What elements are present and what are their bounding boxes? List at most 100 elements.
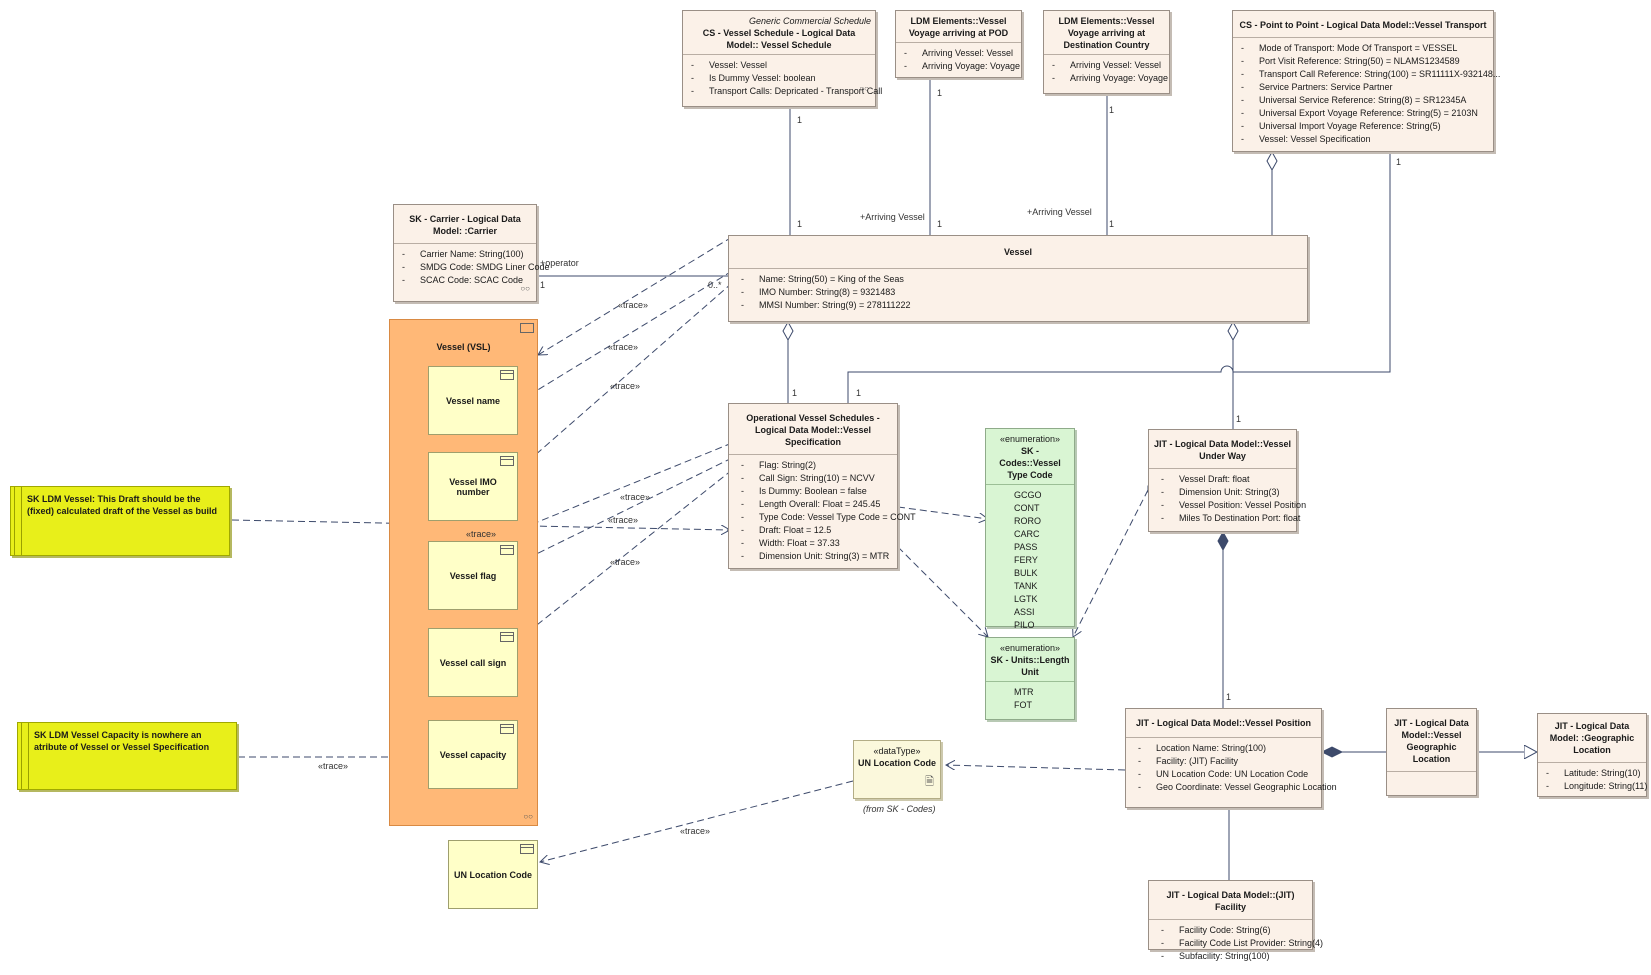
attribute-list: Name: String(50) = King of the Seas IMO … xyxy=(729,269,1307,316)
ldm-destination-class[interactable]: LDM Elements::Vessel Voyage arriving at … xyxy=(1043,10,1170,94)
attribute: Facility Code List Provider: String(4) xyxy=(1161,937,1323,950)
component-un-location-code[interactable]: UN Location Code xyxy=(448,840,538,909)
class-header: Generic Commercial Schedule CS - Vessel … xyxy=(683,11,875,55)
class-title: CS - Vessel Schedule - Logical Data Mode… xyxy=(702,28,856,50)
multiplicity: 1 xyxy=(937,88,943,98)
trace-typecode xyxy=(897,506,988,519)
attribute: Carrier Name: String(100) xyxy=(402,248,530,261)
geographic-location-class[interactable]: JIT - Logical Data Model: :Geographic Lo… xyxy=(1537,713,1647,797)
attribute-list: Mode of Transport: Mode Of Transport = V… xyxy=(1233,38,1500,150)
multiplicity: 1 xyxy=(792,388,798,398)
package-icon xyxy=(520,323,534,333)
attribute: Call Sign: String(10) = NCVV xyxy=(741,472,891,485)
attribute: Length Overall: Float = 245.45 xyxy=(741,498,891,511)
class-header: JIT - Logical Data Model::Vessel Under W… xyxy=(1149,430,1296,469)
enum-header: «enumeration» SK - Codes::Vessel Type Co… xyxy=(986,429,1074,485)
class-title: Vessel xyxy=(1003,247,1033,257)
vessel-type-code-enum[interactable]: «enumeration» SK - Codes::Vessel Type Co… xyxy=(985,428,1075,630)
length-unit-enum[interactable]: «enumeration» SK - Units::Length Unit MT… xyxy=(985,637,1075,720)
un-location-code-datatype[interactable]: «dataType» UN Location Code 🗎 xyxy=(853,740,941,799)
component-icon xyxy=(500,632,514,642)
class-title: CS - Point to Point - Logical Data Model… xyxy=(1239,20,1487,30)
trace-callsign xyxy=(518,469,733,640)
enum-value: FERY xyxy=(1014,555,1038,565)
jit-facility-class[interactable]: JIT - Logical Data Model::(JIT) Facility… xyxy=(1148,880,1323,961)
enum-value: ASSI xyxy=(1014,607,1035,617)
component-vessel-call-sign[interactable]: Vessel call sign xyxy=(428,628,518,697)
note-bars xyxy=(21,723,29,789)
attribute-list: Vessel: Vessel Is Dummy Vessel: boolean … xyxy=(683,55,882,102)
vessel-under-way-class[interactable]: JIT - Logical Data Model::Vessel Under W… xyxy=(1148,429,1306,532)
vessel-geographic-location-class[interactable]: JIT - Logical Data Model::Vessel Geograp… xyxy=(1386,708,1477,796)
vessel-position-class[interactable]: JIT - Logical Data Model::Vessel Positio… xyxy=(1125,708,1337,808)
attribute: Arriving Voyage: Voyage xyxy=(904,60,1020,73)
multiplicity: 1 xyxy=(540,280,546,290)
link-icon: ○○ xyxy=(859,84,869,93)
class-header: JIT - Logical Data Model::Vessel Geograp… xyxy=(1387,709,1476,772)
role-label: +Arriving Vessel xyxy=(1027,207,1092,217)
attribute: Service Partners: Service Partner xyxy=(1241,81,1487,94)
attribute-list: Latitude: String(10) Longitude: String(1… xyxy=(1538,763,1647,797)
trace-dimunit xyxy=(897,546,988,637)
component-label: Vessel IMO number xyxy=(449,476,497,497)
enum-stereotype: «enumeration» xyxy=(999,643,1061,653)
class-header: CS - Point to Point - Logical Data Model… xyxy=(1233,11,1493,38)
trace-label: «trace» xyxy=(620,492,651,502)
ldm-pod-class[interactable]: LDM Elements::Vessel Voyage arriving at … xyxy=(895,10,1022,78)
attribute: Latitude: String(10) xyxy=(1546,767,1641,780)
datatype-stereotype: «dataType» xyxy=(873,746,921,756)
attribute: Mode of Transport: Mode Of Transport = V… xyxy=(1241,42,1487,55)
enum-values: MTR FOT xyxy=(986,682,1074,716)
note-text: SK LDM Vessel: This Draft should be the … xyxy=(27,494,218,516)
class-header: LDM Elements::Vessel Voyage arriving at … xyxy=(896,11,1021,43)
note-bars xyxy=(14,487,22,555)
attribute-list: Location Name: String(100) Facility: (JI… xyxy=(1126,738,1337,798)
datatype-origin: (from SK - Codes) xyxy=(863,804,936,814)
component-icon xyxy=(520,844,534,854)
attribute: Universal Import Voyage Reference: Strin… xyxy=(1241,120,1487,133)
trace-imo xyxy=(518,282,733,470)
composition-position xyxy=(1320,746,1344,758)
attribute: Arriving Vessel: Vessel xyxy=(1052,59,1163,72)
aggregation-vessel-spec xyxy=(782,320,794,342)
attribute: Subfacility: String(100) xyxy=(1161,950,1306,963)
enum-header: «enumeration» SK - Units::Length Unit xyxy=(986,638,1074,682)
enum-value: GCGO xyxy=(1014,490,1042,500)
attribute: Vessel Draft: float xyxy=(1161,473,1290,486)
component-vessel-capacity[interactable]: Vessel capacity xyxy=(428,720,518,789)
capacity-note[interactable]: SK LDM Vessel Capacity is nowhere an atr… xyxy=(17,722,237,790)
package-title: Vessel (VSL) xyxy=(436,342,491,352)
attribute: Miles To Destination Port: float xyxy=(1161,512,1300,525)
attribute: Transport Calls: Depricated - Transport … xyxy=(691,85,882,98)
multiplicity: 1 xyxy=(797,219,803,229)
enum-value: TANK xyxy=(1014,581,1038,591)
carrier-class[interactable]: SK - Carrier - Logical Data Model: :Carr… xyxy=(393,204,550,302)
attribute-list: Facility Code: String(6) Facility Code L… xyxy=(1149,920,1323,967)
component-label: Vessel call sign xyxy=(439,657,507,668)
trace-label: «trace» xyxy=(610,557,641,567)
vessel-class[interactable]: Vessel Name: String(50) = King of the Se… xyxy=(728,235,1308,322)
component-vessel-imo[interactable]: Vessel IMO number xyxy=(428,452,518,521)
class-header: SK - Carrier - Logical Data Model: :Carr… xyxy=(394,205,536,244)
class-header: JIT - Logical Data Model::Vessel Positio… xyxy=(1126,709,1321,738)
attribute: Transport Call Reference: String(100) = … xyxy=(1241,68,1500,81)
trace-label: «trace» xyxy=(318,761,349,771)
vessel-schedule-class[interactable]: Generic Commercial Schedule CS - Vessel … xyxy=(682,10,882,107)
component-vessel-flag[interactable]: Vessel flag xyxy=(428,541,518,610)
vessel-specification-class[interactable]: Operational Vessel Schedules - Logical D… xyxy=(728,403,916,569)
note-text: SK LDM Vessel Capacity is nowhere an atr… xyxy=(34,730,210,752)
attribute: Is Dummy: Boolean = false xyxy=(741,485,891,498)
vessel-transport-class[interactable]: CS - Point to Point - Logical Data Model… xyxy=(1232,10,1500,152)
draft-note[interactable]: SK LDM Vessel: This Draft should be the … xyxy=(10,486,230,556)
component-vessel-name[interactable]: Vessel name xyxy=(428,366,518,435)
attribute-list: Vessel Draft: float Dimension Unit: Stri… xyxy=(1149,469,1306,529)
enum-value: PILO xyxy=(1014,620,1035,630)
attribute: Vessel: Vessel Specification xyxy=(1241,133,1487,146)
enum-stereotype: «enumeration» xyxy=(999,434,1061,444)
trace-name xyxy=(518,270,733,402)
trace-label: «trace» xyxy=(608,342,639,352)
class-title: Operational Vessel Schedules - Logical D… xyxy=(746,413,880,447)
class-header: Vessel xyxy=(729,236,1307,269)
aggregation-vessel-underway xyxy=(1227,320,1239,342)
multiplicity: 1 xyxy=(856,388,862,398)
